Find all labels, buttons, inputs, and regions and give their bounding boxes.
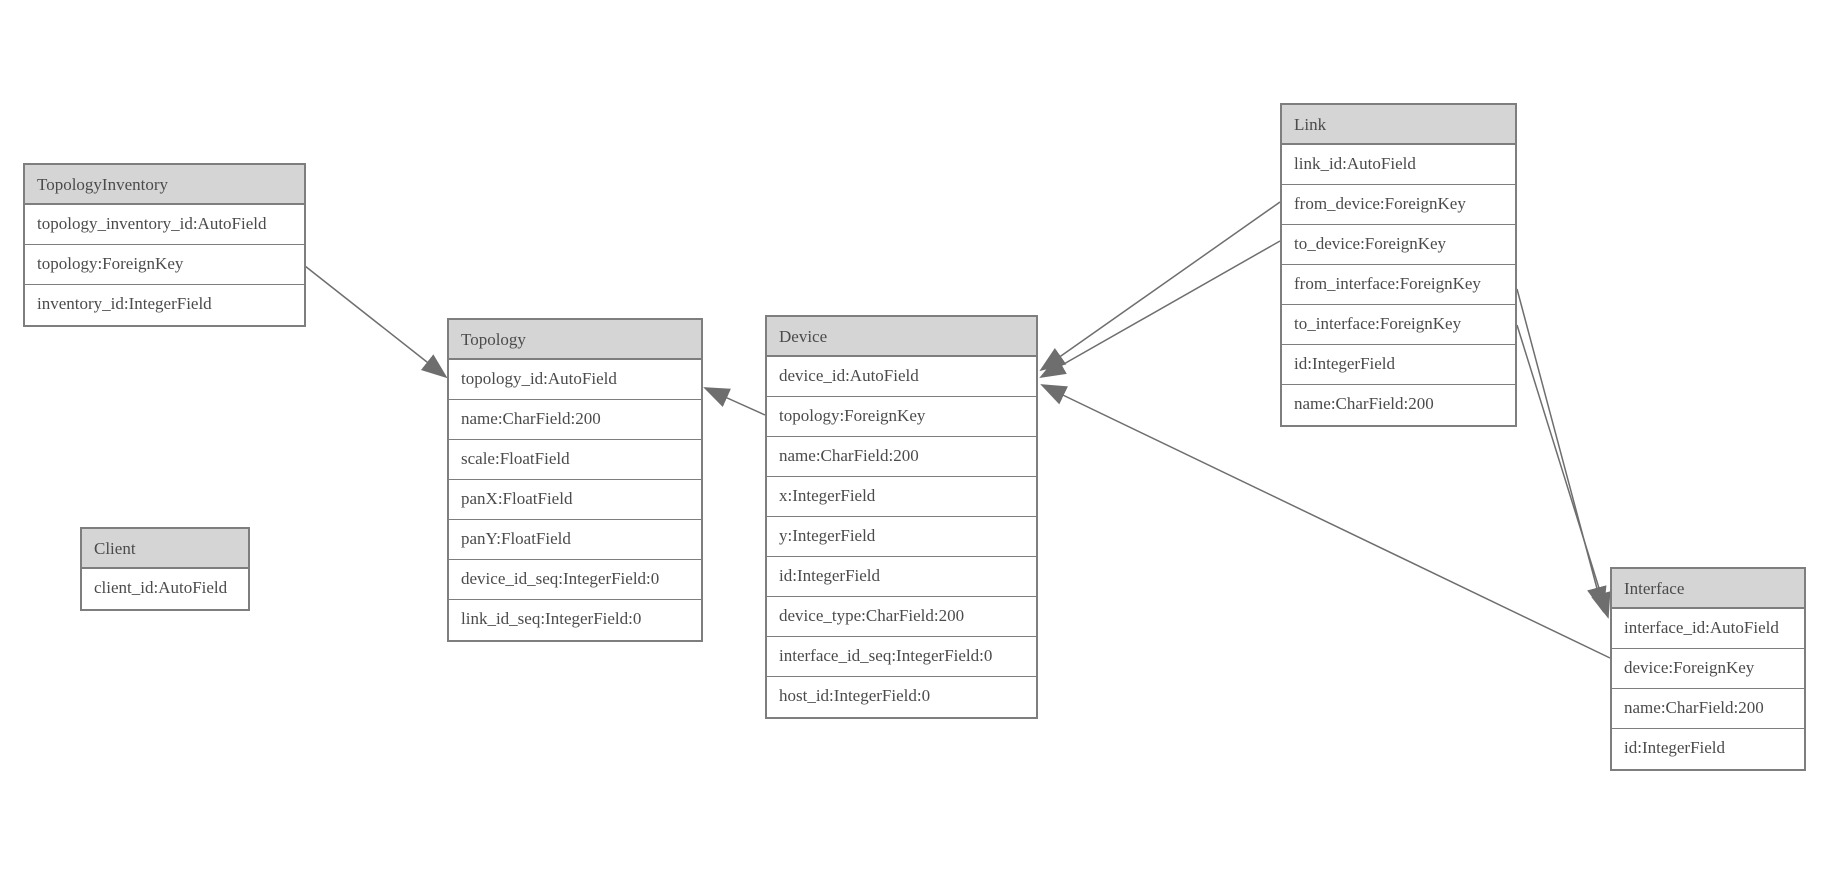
field-row: topology_inventory_id:AutoField [25,205,304,245]
entity-title-link: Link [1282,105,1515,145]
field-row: link_id:AutoField [1282,145,1515,185]
field-row: client_id:AutoField [82,569,248,609]
field-row: device_type:CharField:200 [767,597,1036,637]
foreign-key-edge-link-tointerface-interface [1516,324,1611,619]
entity-title-client: Client [82,529,248,569]
field-row: id:IntegerField [767,557,1036,597]
field-row: interface_id:AutoField [1612,609,1804,649]
field-row: from_device:ForeignKey [1282,185,1515,225]
entity-title-device: Device [767,317,1036,357]
field-row: panY:FloatField [449,520,701,560]
foreign-key-edge-link-fromdevice-device [1039,201,1281,372]
field-row: topology:ForeignKey [25,245,304,285]
field-row: to_interface:ForeignKey [1282,305,1515,345]
entity-title-interface: Interface [1612,569,1804,609]
field-row: device_id_seq:IntegerField:0 [449,560,701,600]
field-row: device_id:AutoField [767,357,1036,397]
field-row: scale:FloatField [449,440,701,480]
field-row: inventory_id:IntegerField [25,285,304,325]
field-row: topology:ForeignKey [767,397,1036,437]
field-row: interface_id_seq:IntegerField:0 [767,637,1036,677]
field-row: id:IntegerField [1612,729,1804,769]
entity-title-topology-inventory: TopologyInventory [25,165,304,205]
field-row: device:ForeignKey [1612,649,1804,689]
field-row: name:CharField:200 [1282,385,1515,425]
entity-title-topology: Topology [449,320,701,360]
field-row: name:CharField:200 [767,437,1036,477]
field-row: panX:FloatField [449,480,701,520]
foreign-key-edge-link-frominterface-interface [1516,288,1607,613]
foreign-key-edge-topologyinventory-topology [304,265,448,379]
field-row: from_interface:ForeignKey [1282,265,1515,305]
field-row: host_id:IntegerField:0 [767,677,1036,717]
foreign-key-edge-link-todevice-device [1039,240,1281,378]
field-row: name:CharField:200 [1612,689,1804,729]
field-row: x:IntegerField [767,477,1036,517]
field-row: id:IntegerField [1282,345,1515,385]
foreign-key-edge-device-topology [703,387,766,416]
field-row: name:CharField:200 [449,400,701,440]
field-row: to_device:ForeignKey [1282,225,1515,265]
field-row: link_id_seq:IntegerField:0 [449,600,701,640]
field-row: y:IntegerField [767,517,1036,557]
field-row: topology_id:AutoField [449,360,701,400]
